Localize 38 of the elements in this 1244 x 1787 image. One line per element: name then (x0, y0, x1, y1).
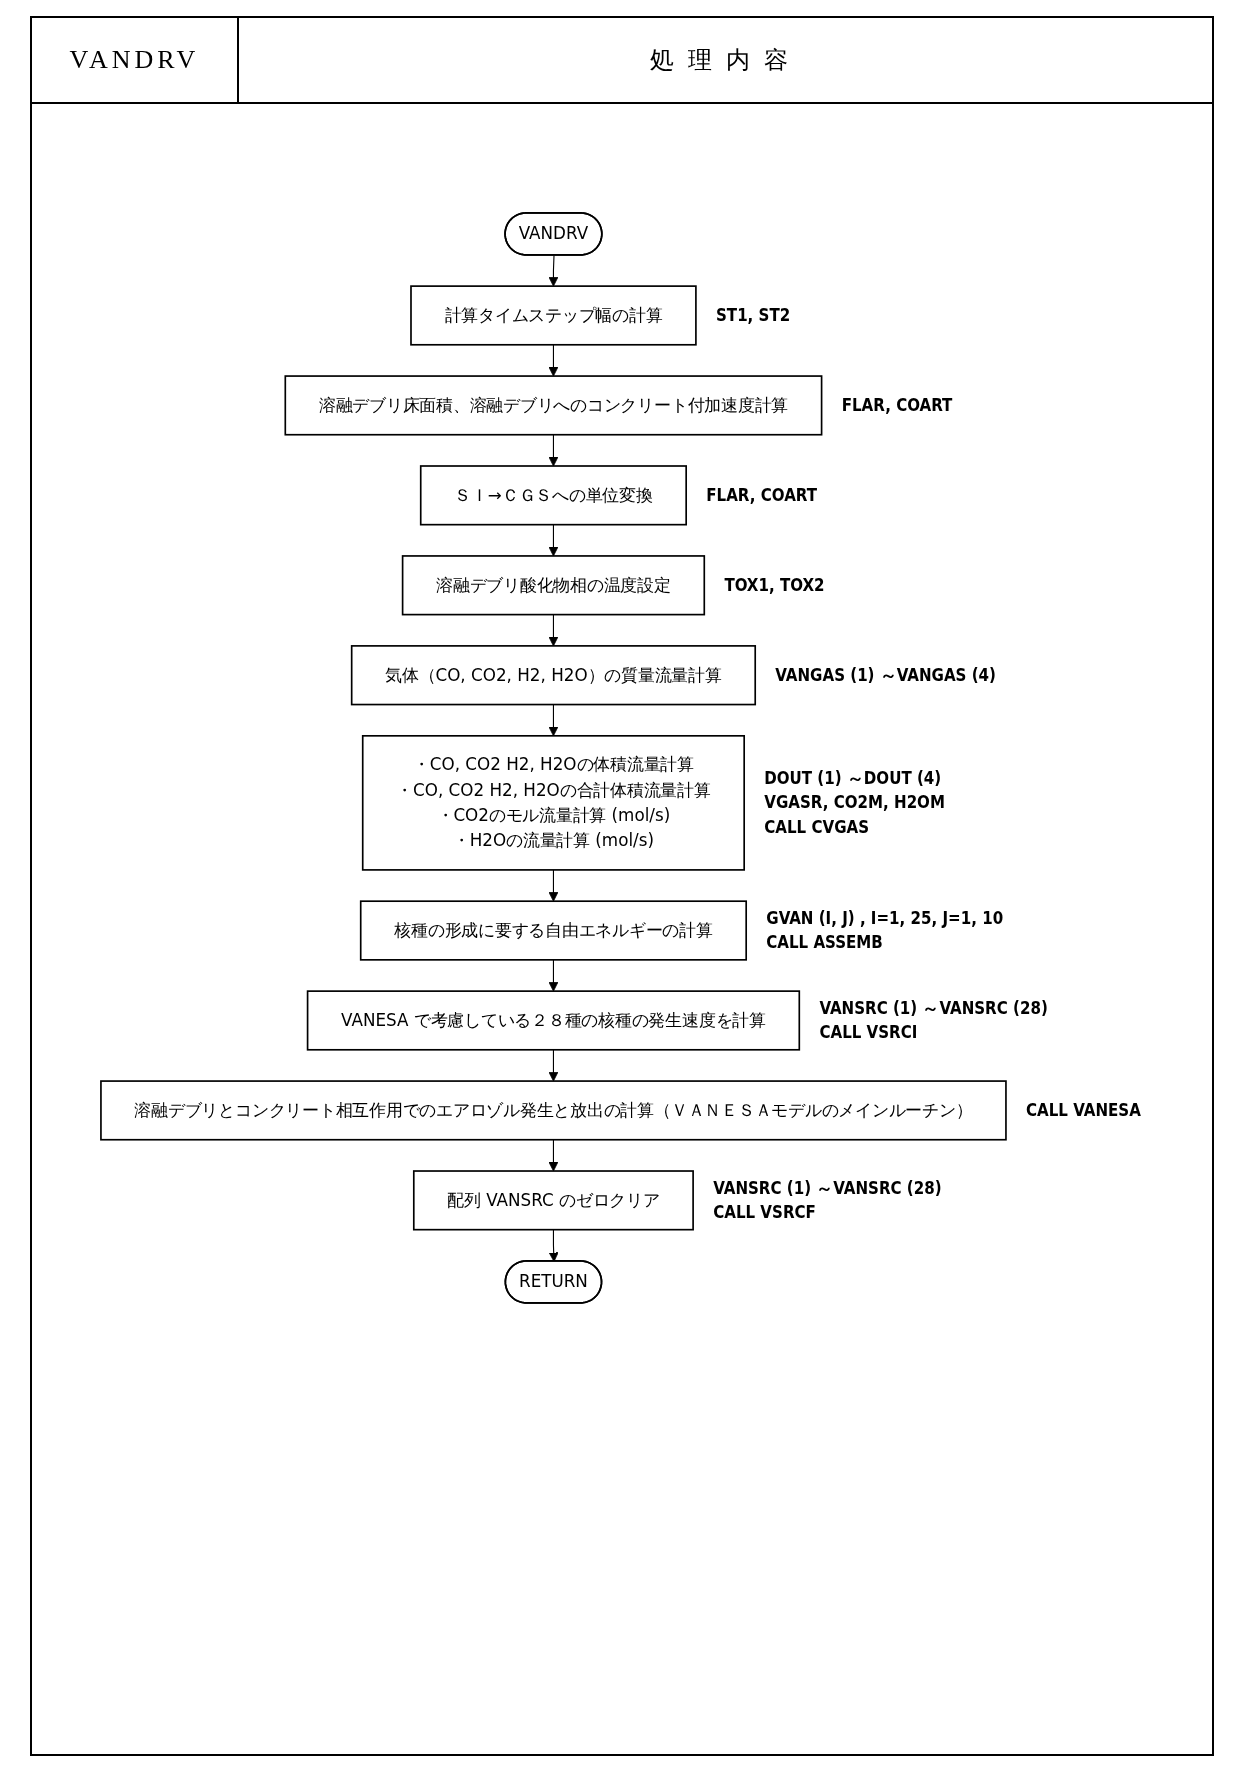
node-box: VANESA で考慮している２８種の核種の発生速度を計算 (306, 990, 801, 1051)
node-box: 溶融デブリ床面積、溶融デブリへのコンクリート付加速度計算 (284, 375, 823, 436)
node-box: ・CO, CO2 H2, H2Oの体積流量計算 ・CO, CO2 H2, H2Oの合計体積流量計算 ・CO2のモル流量計算 (mol/s) ・H2Oの流量計算 (mol/s) (361, 735, 745, 871)
arrow (548, 869, 559, 902)
routine-reference: VANSRC (1) ～VANSRC (28) (819, 997, 1048, 1018)
routine-reference: VANSRC (1) ～VANSRC (28) (713, 1177, 942, 1198)
routine-reference: FLAR, COART (706, 484, 817, 505)
routine-reference: FLAR, COART (841, 395, 953, 415)
routine-reference: CALL CVGAS (764, 817, 870, 838)
routine-reference: ST1, ST2 (716, 305, 791, 326)
arrow (548, 434, 559, 467)
node-box: 配列 VANSRC のゼロクリア (412, 1170, 694, 1231)
arrow (548, 614, 559, 647)
arrow (548, 254, 559, 287)
routine-name: VANDRV (69, 45, 200, 75)
routine-reference: VGASR, CO2M, H2OM (764, 792, 945, 813)
arrow (548, 959, 559, 992)
node-box: ＳＩ→ＣＧＳへの単位変換 (419, 465, 687, 526)
arrow (548, 1139, 559, 1172)
routine-reference: VANGAS (1) ～VANGAS (4) (775, 664, 996, 685)
routine-reference: DOUT (1) ～DOUT (4) (764, 767, 942, 788)
routine-reference: CALL VANESA (1026, 1100, 1141, 1120)
arrow (548, 1229, 559, 1262)
arrow (548, 344, 559, 377)
node-box: 気体（CO, CO2, H2, H2O）の質量流量計算 (350, 645, 757, 706)
node-box: 溶融デブリとコンクリート相互作用でのエアロゾル発生と放出の計算（ＶＡＮＥＳＡモデルのメインルーチン） (100, 1080, 1007, 1141)
arrow (548, 704, 559, 737)
routine-reference: CALL VSRCF (713, 1202, 816, 1223)
arrow (548, 524, 559, 557)
routine-reference: CALL VSRCI (819, 1022, 918, 1043)
routine-reference: TOX1, TOX2 (724, 574, 825, 595)
node-box: 計算タイムステップ幅の計算 (410, 285, 697, 346)
routine-reference: CALL ASSEMB (766, 932, 883, 953)
arrow (548, 1049, 559, 1082)
node-box: 溶融デブリ酸化物相の温度設定 (401, 555, 706, 616)
column-heading: 処理内容 (649, 45, 802, 76)
node-box: 核種の形成に要する自由エネルギーの計算 (359, 900, 747, 961)
routine-reference: GVAN (I, J) , I=1, 25, J=1, 10 (766, 907, 1004, 928)
